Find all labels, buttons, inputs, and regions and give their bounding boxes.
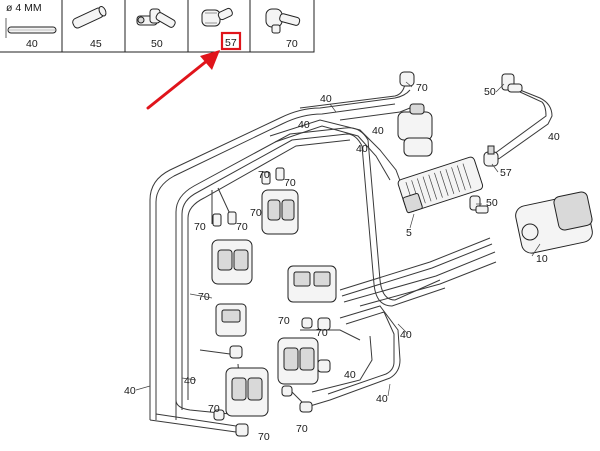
callout-label: 50 [484, 86, 496, 98]
callout-label: 40 [344, 369, 356, 381]
tube-connector-icon [72, 6, 107, 29]
red-pointer-arrow [146, 50, 220, 110]
legend-cell-40[interactable]: ø 4 MM 40 [5, 2, 57, 50]
callout-label: 70 [250, 207, 262, 219]
callout-label: 40 [184, 375, 196, 387]
callout-label: 70 [194, 221, 206, 233]
callout-label: 70 [284, 177, 296, 189]
highlighted-part-57[interactable]: 57 [220, 31, 242, 51]
legend-number: 50 [151, 38, 163, 50]
callout-label: 10 [536, 253, 548, 265]
legend-number: 45 [90, 38, 102, 50]
switchover-valve-lower-mid[interactable] [277, 337, 319, 385]
t-fitting-icon [265, 8, 301, 34]
callout-label: 70 [198, 291, 210, 303]
callout-label: 70 [236, 221, 248, 233]
t-fitting-icon [399, 71, 415, 87]
legend-number: 57 [225, 37, 237, 49]
callout-label: 70 [278, 315, 290, 327]
callout-label: 70 [258, 169, 270, 181]
callout-label: 40 [356, 143, 368, 155]
elbow-fitting-icon [136, 8, 176, 28]
callout-label: 40 [548, 131, 560, 143]
elbow-fitting-50-top[interactable] [501, 73, 523, 93]
callout-label: 57 [500, 167, 512, 179]
t-fitting-icon[interactable] [235, 423, 249, 437]
legend-cell-45[interactable]: 45 [71, 5, 107, 50]
highlight-box [220, 31, 242, 51]
legend-cell-70[interactable]: 70 [265, 8, 301, 50]
callout-label: 40 [124, 385, 136, 397]
callout-label: 70 [316, 327, 328, 339]
switchover-valve-lower-left[interactable] [225, 367, 269, 417]
t-fitting-icon[interactable] [317, 317, 331, 331]
switchover-valve-left[interactable] [211, 211, 253, 285]
parts-legend: ø 4 MM 40 45 50 [0, 0, 315, 53]
callout-label: 70 [258, 431, 270, 443]
elbow-fitting-50-mid[interactable] [469, 195, 489, 214]
legend-number: 40 [26, 38, 38, 50]
t-fitting-icon[interactable] [213, 409, 225, 421]
t-fitting-icon[interactable] [317, 359, 331, 373]
tube-diameter-label: ø 4 MM [6, 2, 42, 14]
callout-label: 40 [320, 93, 332, 105]
legend-number: 70 [286, 38, 298, 50]
callout-label: 70 [296, 423, 308, 435]
callout-label: 50 [486, 197, 498, 209]
vacuum-actuator-top[interactable] [397, 71, 433, 157]
callout-label: 40 [400, 329, 412, 341]
callout-label: 40 [372, 125, 384, 137]
leader-lines [135, 81, 541, 397]
tube-straight-icon [7, 26, 57, 34]
callout-label: 40 [376, 393, 388, 405]
check-valve-icon [201, 7, 233, 27]
callout-labels: 40 70 40 40 50 40 57 5 10 50 40 70 70 70… [124, 82, 560, 443]
switchover-valve-small[interactable] [215, 303, 247, 337]
callout-label: 40 [298, 119, 310, 131]
t-fitting-icon[interactable] [301, 317, 313, 329]
t-fitting-icon[interactable] [281, 385, 293, 397]
vacuum-pump-10[interactable] [514, 191, 594, 255]
switchover-valve-upper[interactable] [261, 167, 299, 235]
check-valve-57[interactable] [483, 145, 499, 167]
legend-cell-50[interactable]: 50 [136, 8, 176, 50]
t-fitting-icon[interactable] [229, 345, 243, 359]
callout-label: 70 [416, 82, 428, 94]
callout-label: 5 [406, 227, 412, 239]
legend-cell-57[interactable] [201, 7, 233, 27]
callout-label: 70 [208, 403, 220, 415]
switchover-valve-center[interactable] [287, 265, 337, 303]
control-unit-5[interactable] [397, 156, 484, 214]
t-fitting-icon[interactable] [299, 401, 313, 413]
